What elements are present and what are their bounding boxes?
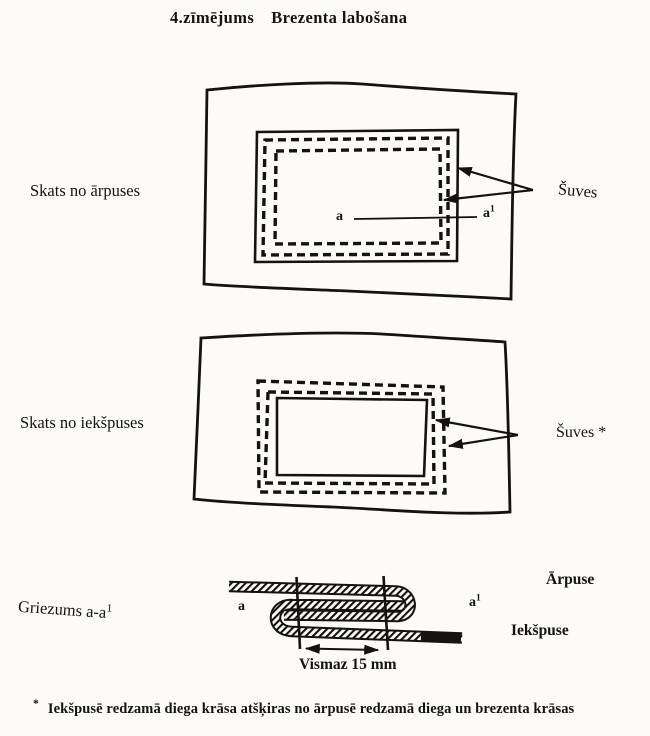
marker-a1-section: a1 [469,593,481,610]
seam-arrow-lower [447,433,519,449]
marker-a1-sup: 1 [490,204,495,215]
outside-side-label: Ārpuse [546,571,595,588]
section-line-a-a1 [353,216,478,220]
footnote: * Iekšpusē redzamā diega krāsa atšķiras n… [33,697,638,718]
inside-seams-label: Šuves * [556,424,607,441]
inside-fabric-outline [192,331,512,515]
outside-fabric-outline [202,81,518,301]
seam-arrow-upper [456,166,534,192]
outside-seam-outer [261,136,450,257]
inside-patch-edge [275,396,429,478]
outside-patch-edge [253,128,460,264]
figure-caption: Brezenta labošana [271,8,408,27]
dimension-label: Vismaz 15 mm [299,656,397,673]
patch-fabric-hatch [271,600,463,642]
figure-number: 4.zīmējums [170,8,255,27]
stitch-line-left [295,576,302,650]
inside-view-label: Skats no iekšpuses [20,413,144,432]
marker-a-outside: a [336,209,343,224]
dimension-arrow [304,643,380,655]
outside-seam-inner [273,147,443,246]
outer-fabric-hatch [228,582,414,621]
marker-a1-base: a [483,206,490,221]
stitch-line-right [382,575,390,651]
marker-a1-outside: a1 [483,204,495,221]
inside-side-label: Iekšpuse [511,622,569,639]
footnote-asterisk: * [33,697,39,710]
marker-a1-base: a [469,595,476,610]
outside-view-drawing [202,81,534,301]
seam-arrow-upper [434,417,519,437]
figure-title: 4.zīmējums Brezenta labošana [170,8,408,27]
patch-fabric-tail [420,631,462,644]
inside-view-drawing [192,331,519,515]
cross-section-label-sup: 1 [106,602,113,615]
footnote-text: Iekšpusē redzamā diega krāsa atšķiras no… [47,700,575,717]
marker-a-section: a [238,599,245,614]
inside-seam-outer [256,379,447,495]
seam-arrow-lower [442,188,534,204]
inside-seam-inner [263,390,436,486]
outside-view-label: Skats no ārpuses [30,181,140,200]
cross-section-drawing [228,575,463,655]
marker-a1-sup: 1 [476,593,481,604]
outside-seams-label: Šuves [557,179,599,202]
